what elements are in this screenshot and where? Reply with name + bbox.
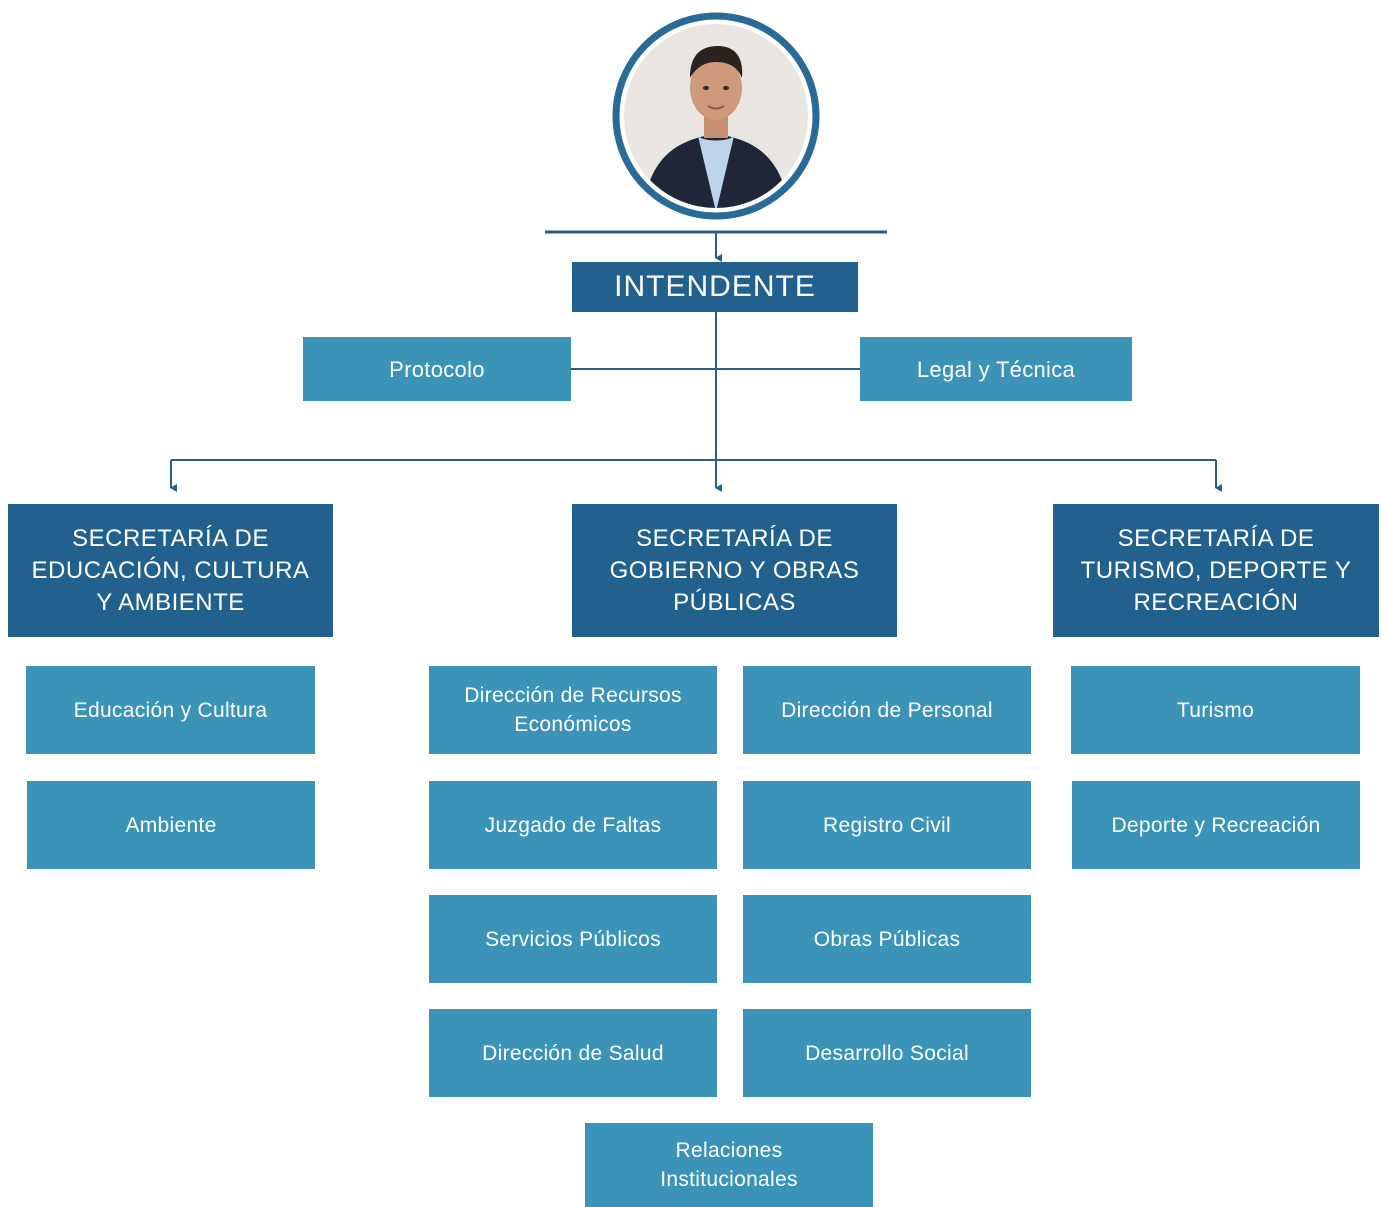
unit-label: Turismo	[1176, 698, 1255, 722]
unit-box: Obras Públicas	[743, 895, 1031, 983]
unit-label: Dirección de Salud	[482, 1041, 664, 1065]
unit-label: Relaciones Institucionales	[660, 1139, 798, 1191]
unit-box: Ambiente	[27, 781, 315, 869]
secretariat-title: SECRETARÍA DE EDUCACIÓN, CULTURA Y AMBIE…	[31, 524, 310, 616]
secretariat-box-tourism: SECRETARÍA DE TURISMO, DEPORTE Y RECREAC…	[1053, 504, 1379, 637]
staff-label: Protocolo	[389, 356, 485, 382]
secretariat-box-education: SECRETARÍA DE EDUCACIÓN, CULTURA Y AMBIE…	[8, 504, 333, 637]
secretariat-title: SECRETARÍA DE GOBIERNO Y OBRAS PÚBLICAS	[609, 524, 860, 616]
unit-box: Deporte y Recreación	[1072, 781, 1360, 869]
unit-box: Servicios Públicos	[429, 895, 717, 983]
unit-label: Dirección de Recursos Económicos	[464, 684, 682, 736]
staff-box-legal: Legal y Técnica	[860, 337, 1132, 401]
unit-box: Desarrollo Social	[743, 1009, 1031, 1097]
unit-label: Obras Públicas	[813, 927, 961, 951]
unit-label: Desarrollo Social	[805, 1041, 969, 1065]
unit-label: Servicios Públicos	[485, 927, 661, 951]
unit-box: Dirección de Recursos Económicos	[429, 666, 717, 754]
unit-box: Turismo	[1071, 666, 1360, 754]
staff-label: Legal y Técnica	[916, 356, 1076, 382]
unit-box: Relaciones Institucionales	[585, 1123, 873, 1207]
secretariat-title: SECRETARÍA DE TURISMO, DEPORTE Y RECREAC…	[1080, 524, 1352, 616]
secretariat-box-government: SECRETARÍA DE GOBIERNO Y OBRAS PÚBLICAS	[572, 504, 897, 637]
unit-box: Juzgado de Faltas	[429, 781, 717, 869]
unit-box: Dirección de Personal	[743, 666, 1031, 754]
person-portrait-icon	[612, 12, 820, 220]
unit-box: Educación y Cultura	[26, 666, 315, 754]
staff-box-protocolo: Protocolo	[303, 337, 571, 401]
unit-label: Ambiente	[125, 813, 217, 837]
head-box: INTENDENTE	[572, 262, 858, 312]
unit-box: Registro Civil	[743, 781, 1031, 869]
unit-label: Deporte y Recreación	[1111, 813, 1321, 837]
head-title: INTENDENTE	[614, 270, 816, 303]
unit-label: Registro Civil	[823, 813, 951, 837]
unit-label: Educación y Cultura	[73, 698, 268, 722]
unit-box: Dirección de Salud	[429, 1009, 717, 1097]
unit-label: Juzgado de Faltas	[484, 813, 662, 837]
unit-label: Dirección de Personal	[781, 698, 993, 722]
